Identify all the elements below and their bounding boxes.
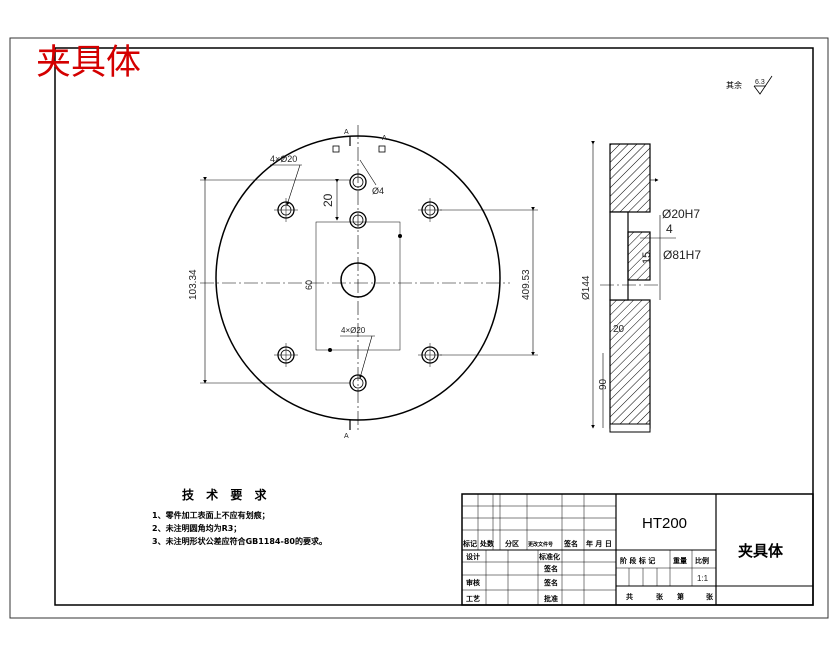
svg-text:A: A (382, 135, 387, 142)
svg-text:张: 张 (706, 592, 714, 601)
side-view: Ø144 90 20 Ø20H7 4 15 Ø81H7 (581, 141, 701, 433)
note-item: 2、未注明圆角均为R3； (152, 524, 242, 533)
svg-text:标准化: 标准化 (538, 552, 560, 561)
svg-text:批准: 批准 (544, 594, 558, 603)
dim-width: 103.34 (188, 269, 199, 300)
svg-text:6.3: 6.3 (755, 79, 765, 86)
dim-holes-bottom: 4×Ø20 (341, 326, 366, 335)
svg-text:处数: 处数 (479, 539, 495, 548)
svg-text:分区: 分区 (505, 539, 519, 548)
section-marker-top: A (344, 129, 349, 136)
note-item: 3、未注明形状公差应符合GB1184-80的要求。 (152, 537, 327, 546)
dim-side-outer: Ø144 (581, 275, 592, 300)
dim-height-inner: 60 (304, 280, 314, 290)
material: HT200 (642, 515, 687, 532)
svg-text:审核: 审核 (466, 578, 480, 587)
front-view: A A A 103.34 409.53 20 60 4×Ø20 Ø4 4×Ø20 (188, 125, 538, 440)
section-marker-bottom: A (344, 433, 349, 440)
svg-text:共: 共 (626, 592, 633, 601)
roughness-symbol: 其余 6.3 (726, 75, 773, 95)
dim-holes-top: 4×Ø20 (270, 154, 297, 164)
dim-side-15: 15 (641, 252, 653, 264)
svg-text:其余: 其余 (726, 80, 742, 90)
scale: 1:1 (697, 574, 709, 583)
dim-bore: Ø20H7 (662, 207, 700, 221)
inner-border (54, 47, 814, 606)
svg-text:比例: 比例 (695, 556, 709, 565)
svg-text:签名: 签名 (543, 578, 558, 587)
dim-hub: Ø81H7 (663, 248, 701, 262)
svg-text:第: 第 (677, 592, 684, 601)
dim-side-90: 90 (598, 378, 609, 390)
dim-hole-small: Ø4 (372, 186, 384, 196)
technical-requirements: 技 术 要 求 1、零件加工表面上不应有划痕； 2、未注明圆角均为R3； 3、未… (152, 486, 452, 548)
notes-title: 技 术 要 求 (182, 488, 271, 502)
svg-text:签名: 签名 (563, 539, 578, 548)
outer-border (9, 37, 829, 619)
svg-text:年 月 日: 年 月 日 (586, 539, 612, 548)
svg-text:阶 段 标 记: 阶 段 标 记 (620, 556, 655, 565)
svg-text:工艺: 工艺 (466, 594, 480, 603)
title-block-text: HT200 夹具体 1:1 标记 处数 分区 更改文件号 签名 年 月 日 设计… (462, 515, 784, 603)
title-block (461, 493, 814, 606)
svg-text:更改文件号: 更改文件号 (528, 541, 553, 548)
note-item: 1、零件加工表面上不应有划痕； (152, 511, 270, 520)
dim-outer-dia: 409.53 (521, 269, 532, 300)
svg-text:张: 张 (656, 592, 664, 601)
svg-text:签名: 签名 (543, 564, 558, 573)
center-bore (340, 262, 376, 298)
dim-side-4: 4 (666, 222, 673, 236)
dim-spacing: 20 (321, 193, 335, 207)
stamp-title: 夹具体 (36, 43, 141, 83)
svg-text:标记: 标记 (462, 539, 477, 548)
svg-text:设计: 设计 (466, 552, 480, 561)
part-name: 夹具体 (738, 542, 784, 560)
svg-text:重量: 重量 (673, 556, 687, 565)
dim-side-20: 20 (613, 324, 625, 335)
